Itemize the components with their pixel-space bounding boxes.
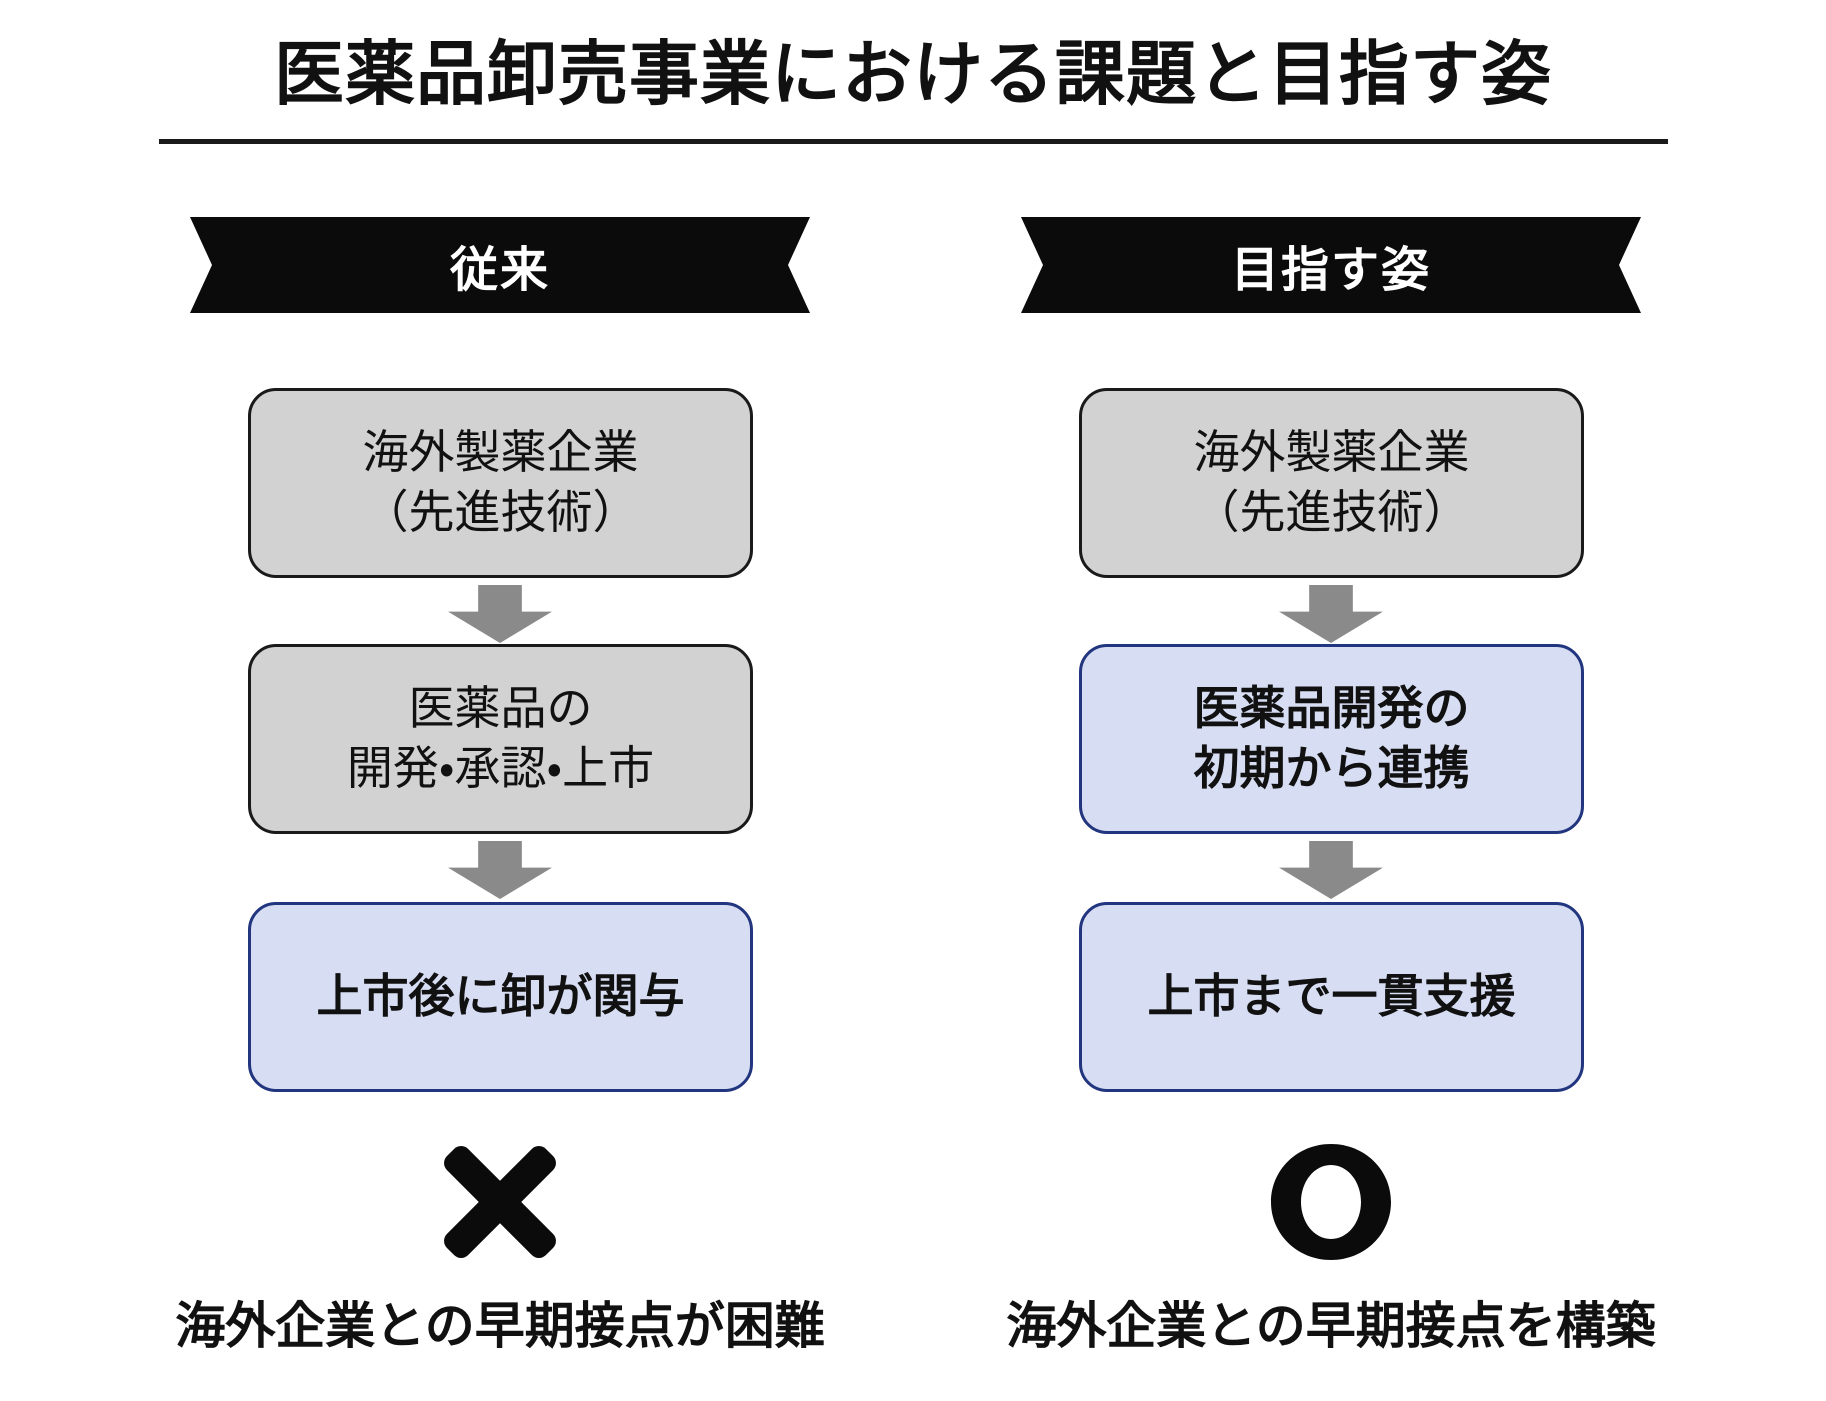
banner-conventional-label: 従来 — [449, 244, 550, 297]
flow-box-support-until-launch: 上市まで一貫支援 — [1079, 902, 1584, 1092]
box-line: 海外製薬企業 — [362, 426, 639, 479]
title-underline — [159, 139, 1668, 144]
flow-box-overseas-pharma-right: 海外製薬企業 （先進技術） — [1079, 388, 1584, 578]
banner-target-label: 目指す姿 — [1230, 244, 1431, 297]
arrow-down-icon — [448, 585, 552, 643]
banner-conventional: 従来 — [190, 217, 810, 313]
box-line: （先進技術） — [1193, 486, 1470, 538]
arrow-down-icon — [448, 841, 552, 899]
page-title: 医薬品卸売事業における課題と目指す姿 — [274, 35, 1552, 113]
circle-icon — [1269, 1142, 1393, 1262]
box-line: 医薬品開発の — [1193, 682, 1470, 735]
caption-target: 海外企業との早期接点を構築 — [1006, 1298, 1656, 1354]
flow-box-wholesaler-after-launch: 上市後に卸が関与 — [248, 902, 753, 1092]
box-line: （先進技術） — [362, 486, 639, 538]
cross-icon — [440, 1142, 560, 1262]
arrow-down-icon — [1279, 585, 1383, 643]
flow-box-collaborate-early: 医薬品開発の 初期から連携 — [1079, 644, 1584, 834]
box-line: 上市まで一貫支援 — [1147, 970, 1516, 1023]
box-line: 海外製薬企業 — [1193, 426, 1470, 479]
arrow-down-icon — [1279, 841, 1383, 899]
box-line: 上市後に卸が関与 — [316, 970, 685, 1023]
box-line: 開発・承認・上市 — [346, 742, 655, 794]
banner-target: 目指す姿 — [1021, 217, 1641, 313]
box-line: 初期から連携 — [1193, 742, 1470, 794]
box-line: 医薬品の — [408, 682, 593, 735]
flow-box-development-approval-launch: 医薬品の 開発・承認・上市 — [248, 644, 753, 834]
flow-box-overseas-pharma-left: 海外製薬企業 （先進技術） — [248, 388, 753, 578]
caption-conventional: 海外企業との早期接点が困難 — [175, 1298, 825, 1354]
